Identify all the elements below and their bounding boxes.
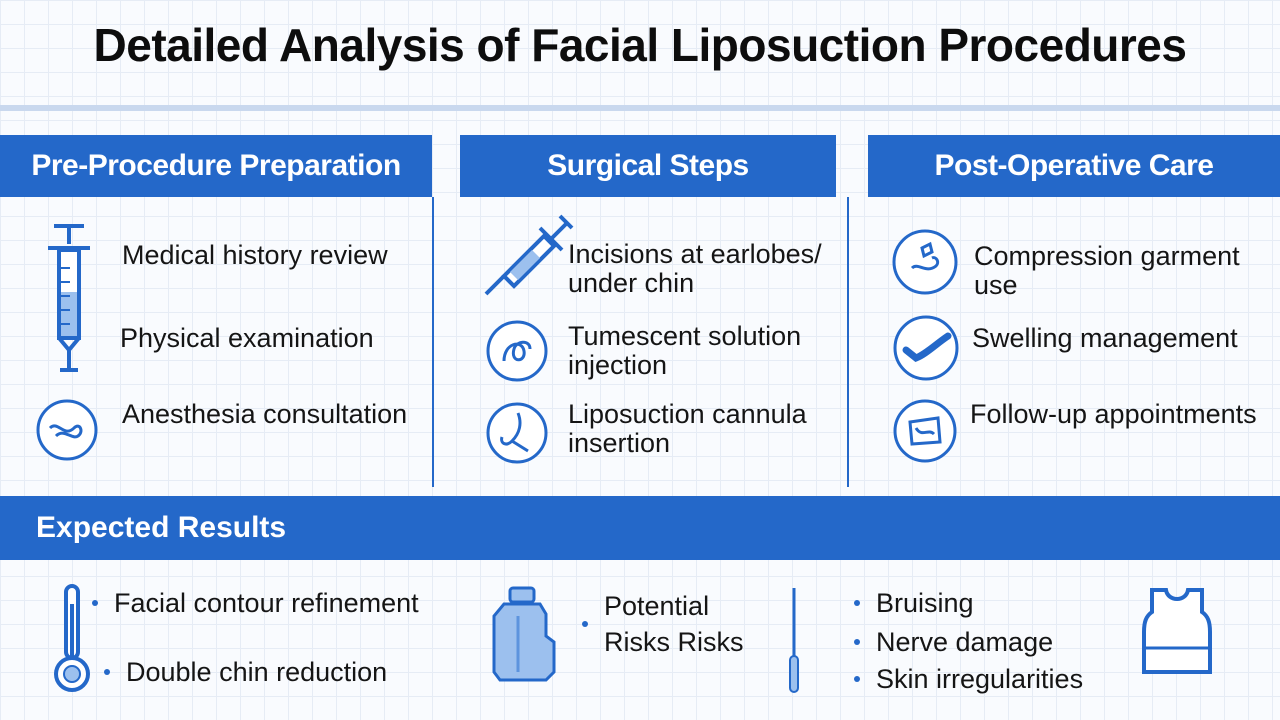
risk-item: Nerve damage bbox=[854, 627, 1053, 657]
list-item: Medical history review bbox=[122, 240, 388, 270]
risk-text: Skin irregularities bbox=[876, 664, 1084, 694]
benefit-text: Facial contour refinement bbox=[114, 588, 419, 618]
risk-text: Bruising bbox=[876, 588, 974, 618]
column-divider-1 bbox=[432, 197, 434, 487]
header-pre-procedure: Pre-Procedure Preparation bbox=[0, 135, 432, 197]
risk-item: Skin irregularities bbox=[854, 664, 1083, 694]
calendar-circle-icon bbox=[892, 398, 958, 469]
results-header: Expected Results bbox=[0, 496, 1280, 560]
bullet-dot bbox=[582, 621, 588, 627]
title-divider bbox=[0, 105, 1280, 111]
checkmark-circle-icon bbox=[892, 314, 960, 387]
list-item: Follow-up appointments bbox=[970, 399, 1257, 429]
list-item: Liposuction cannula insertion bbox=[568, 399, 807, 458]
bullet-dot bbox=[104, 669, 110, 675]
thermometer-icon bbox=[52, 584, 92, 699]
risks-heading-text: Potential Risks Risks bbox=[604, 591, 744, 657]
list-item: Physical examination bbox=[120, 323, 374, 353]
list-item: Swelling management bbox=[972, 323, 1238, 353]
vest-icon bbox=[1138, 586, 1216, 683]
list-item: Compression garment use bbox=[974, 241, 1240, 300]
bullet-dot bbox=[854, 676, 860, 682]
column-divider-2 bbox=[847, 197, 849, 487]
risk-item: Bruising bbox=[854, 588, 974, 618]
bullet-dot bbox=[92, 600, 98, 606]
benefit-item: Double chin reduction bbox=[104, 657, 387, 687]
garment-circle-icon bbox=[892, 228, 958, 301]
page-title: Detailed Analysis of Facial Liposuction … bbox=[93, 19, 1187, 71]
results-header-label: Expected Results bbox=[36, 511, 287, 544]
risks-heading: Potential Risks Risks bbox=[582, 588, 754, 660]
face-circle-icon bbox=[34, 398, 100, 467]
syringe-diagonal-icon bbox=[482, 206, 574, 303]
benefit-text: Double chin reduction bbox=[126, 657, 388, 687]
header-surgical-steps: Surgical Steps bbox=[460, 135, 836, 197]
list-item: Anesthesia consultation bbox=[122, 399, 408, 429]
cannula-circle-icon bbox=[484, 319, 550, 388]
header-post-operative: Post-Operative Care bbox=[868, 135, 1280, 197]
benefit-item: Facial contour refinement bbox=[92, 588, 419, 618]
bullet-dot bbox=[854, 600, 860, 606]
syringe-icon bbox=[44, 222, 94, 379]
bullet-dot bbox=[854, 639, 860, 645]
bottle-icon bbox=[490, 586, 560, 687]
probe-icon bbox=[784, 586, 804, 701]
risk-text: Nerve damage bbox=[876, 627, 1054, 657]
tube-circle-icon bbox=[484, 401, 550, 470]
list-item: Tumescent solution injection bbox=[568, 321, 802, 380]
list-item: Incisions at earlobes/ under chin bbox=[568, 239, 822, 298]
